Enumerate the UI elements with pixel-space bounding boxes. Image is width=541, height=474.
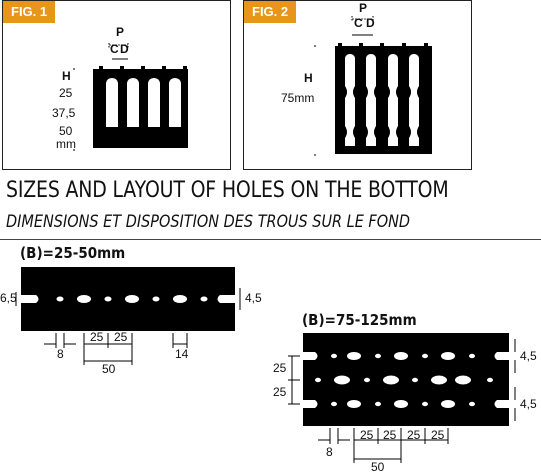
strip-75-125-dim-25c: 25 xyxy=(407,428,421,442)
strip-75-125-right-bottom-dim: 4,5 xyxy=(520,397,537,411)
fig2-height-75: 75mm xyxy=(281,91,315,105)
fig2-profile xyxy=(314,16,432,156)
title-english: SIZES AND LAYOUT OF HOLES ON THE BOTTOM xyxy=(6,178,449,203)
strip-25-50-dimensions xyxy=(15,288,241,365)
strip-75-125-dim-25a: 25 xyxy=(360,428,374,442)
strip-25-50 xyxy=(21,267,235,331)
figure-1-tag: FIG. 1 xyxy=(3,1,56,23)
fig1-height-37: 37,5 xyxy=(52,106,76,120)
fig1-height-25: 25 xyxy=(59,86,73,100)
strip-75-125 xyxy=(303,333,509,426)
fig1-d-label: D xyxy=(120,42,129,56)
strip-25-50-dim-25b: 25 xyxy=(114,330,128,344)
strip-75-125-dim-25d: 25 xyxy=(431,428,445,442)
fig1-height-label: H xyxy=(62,69,71,83)
strip-25-50-right-dim: 4,5 xyxy=(245,291,262,305)
title-rule xyxy=(0,239,541,240)
strip-75-125-left-bottom-dim: 25 xyxy=(273,385,287,399)
strip-75-125-left-top-dim: 25 xyxy=(273,361,287,375)
strip-25-50-title: (B)=25-50mm xyxy=(20,244,126,262)
fig2-pitch-label: P xyxy=(359,1,368,15)
fig1-profile xyxy=(73,43,188,151)
fig1-c-label: C xyxy=(110,42,119,56)
title-french: DIMENSIONS ET DISPOSITION DES TROUS SUR … xyxy=(6,212,411,232)
figure-2-tag: FIG. 2 xyxy=(244,1,297,23)
strip-25-50-left-dim: 6,5 xyxy=(0,291,17,305)
strip-75-125-right-top-dim: 4,5 xyxy=(520,349,537,363)
fig1-pitch-label: P xyxy=(116,25,125,39)
strip-25-50-dim-50: 50 xyxy=(102,362,116,376)
strip-75-125-title: (B)=75-125mm xyxy=(302,311,417,329)
strip-75-125-dimensions xyxy=(288,339,516,463)
fig1-height-50: 50 xyxy=(59,124,73,138)
fig2-d-label: D xyxy=(366,16,375,30)
fig2-c-label: C xyxy=(354,16,363,30)
strip-75-125-dim-50: 50 xyxy=(371,460,385,474)
strip-25-50-dim-8: 8 xyxy=(57,347,64,361)
strip-75-125-dim-8: 8 xyxy=(326,445,333,459)
fig2-height-label: H xyxy=(304,71,313,85)
strip-25-50-dim-14: 14 xyxy=(175,347,189,361)
strip-25-50-dim-25a: 25 xyxy=(90,330,104,344)
fig1-unit: mm xyxy=(56,137,76,151)
strip-75-125-dim-25b: 25 xyxy=(383,428,397,442)
